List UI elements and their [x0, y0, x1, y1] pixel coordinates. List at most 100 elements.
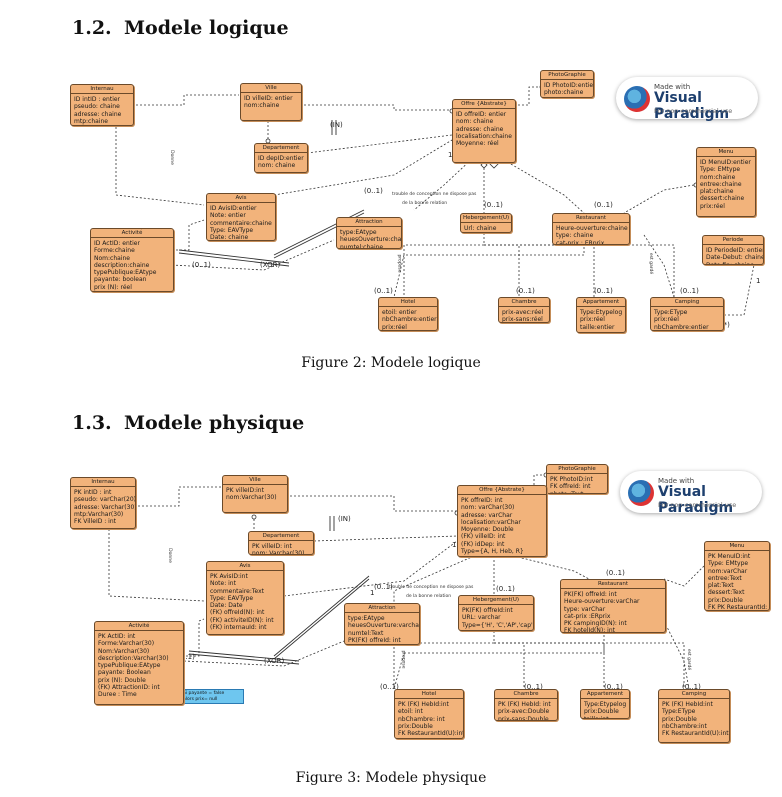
entity-attribute: PK MenuID:int — [708, 553, 751, 560]
entity-attribute: plat:chaine — [700, 188, 734, 196]
logical-model-diagram: (IN) (XOR) (0..1) (0..1) (0..1) (0..1) (… — [64, 65, 768, 345]
rel-donne: Donne — [168, 150, 174, 165]
figure-caption: Figure 3: Modele physique — [295, 770, 487, 786]
entity-name: Hotel — [379, 298, 437, 307]
entity-attribute: nom:Varchar(30) — [226, 494, 277, 502]
entity-attribute: adresse: chaine — [74, 110, 122, 118]
entity-attribute: nom:varChar — [708, 567, 748, 575]
watermark-brand: Visual Paradigm — [654, 90, 730, 122]
entity-attribute: commentaire:Text — [210, 587, 265, 595]
entity-attribute: prix-avec:Double — [498, 708, 550, 716]
entity-attribute: ID PhotoID:entier — [544, 82, 594, 89]
entity-attribute: type: chaine — [556, 232, 594, 240]
entity-attribute: photo:chaine — [544, 89, 584, 97]
entity-name: Internau — [71, 85, 133, 94]
note-line: Si payante = false — [183, 691, 225, 696]
relation-lines — [115, 84, 755, 316]
entity-attribute: photo :Text — [550, 491, 604, 493]
entity-attribute: commentaire:chaine — [210, 219, 272, 227]
entity-name: Activité — [91, 229, 173, 238]
label-card: (0..1) — [516, 287, 535, 295]
entity-attribute: PK AvisID:int — [210, 573, 248, 580]
entity-attribute: nom: chaine — [258, 162, 296, 170]
label-one: 1 — [756, 277, 761, 285]
label-card: (0..1) — [604, 683, 623, 691]
entity-attribute: typePublique:EAtype — [94, 269, 157, 277]
entity-attribute: pseudo: chaine — [74, 103, 120, 111]
entity-attribute: entree:Text — [708, 574, 742, 582]
entity-attribute: Url: chaine — [464, 225, 497, 232]
entity-attribute: plat:Text — [708, 582, 734, 590]
entity-attribute: Forme:Varchar(30) — [98, 640, 155, 648]
entity-name: Offre {Abstrate} — [458, 486, 546, 495]
entity-attribute: Type: EMtype — [708, 560, 749, 568]
label-one: 1 — [448, 151, 453, 159]
entity-attribute: ID villeID: entier — [244, 95, 293, 102]
entity-attribute: type:EAtype — [348, 615, 385, 622]
label-card: (0..1) — [176, 653, 195, 661]
entity-appartement: AppartementType:Etypelogprix:Doubletaill… — [580, 689, 630, 719]
entity-attribute: nbChambre:entier — [654, 323, 709, 331]
entity-attribute: pseudo: varChar(20) — [74, 496, 136, 504]
label-in: (IN) — [330, 121, 343, 129]
entity-name: Attraction — [345, 604, 419, 613]
entity-attribute: prix-sans:réel — [502, 316, 543, 323]
entity-attribute: cat-prix : ERprix — [556, 239, 605, 245]
entity-attribute: Date: Date — [210, 602, 243, 610]
entity-attribute: Date-fin: chaine — [706, 262, 760, 264]
entity-attribute: adresse: chaine — [456, 125, 504, 133]
entity-attribute: heuesOuverture:chaine — [340, 236, 402, 244]
entity-name: PhotoGraphie — [547, 465, 607, 474]
entity-attribute: FK PK RestaurantId: int — [708, 604, 769, 611]
entity-attribute: FK hotelId(N): int — [564, 627, 615, 633]
entity-attribute: (FK) offreId(N): int — [210, 609, 265, 617]
label-card: (0..1) — [594, 287, 613, 295]
entity-attribute: ID ActID: entier — [94, 240, 140, 247]
entity-attribute: numtel:Text — [348, 629, 384, 637]
entity-attribute: etoil: entier — [382, 309, 417, 316]
entity-attribute: ID offreID: entier — [456, 111, 507, 118]
entity-attribute: nbChambre:entier — [382, 316, 437, 324]
entity-hebergement: Hebergement(U) Url: chaine — [460, 213, 512, 233]
watermark-made-with: Made with — [658, 477, 695, 485]
entity-attribute: PK villeID:int — [226, 487, 264, 494]
entity-attribute: (FK) idDep: int — [461, 540, 505, 548]
entity-attribute: (FK) AttractionID: int — [98, 684, 160, 692]
entity-name: Activité — [95, 622, 183, 631]
entity-attribute: etoil: int — [398, 708, 423, 716]
rel-est-garde: est gardé — [648, 252, 654, 275]
entity-name: Appartement — [581, 690, 629, 699]
entity-name: Avis — [207, 562, 283, 571]
entity-attribute: ID AvisID:entier — [210, 205, 257, 212]
entity-attribute: FK offreId: int — [550, 483, 591, 491]
entity-attribute: Type:EType — [654, 309, 688, 316]
rel-propose: propose — [400, 650, 406, 669]
entity-name: Ville — [241, 84, 301, 93]
entity-name: Avis — [207, 194, 275, 203]
watermark-license: For non-commercial use — [654, 107, 733, 115]
payante-note: Si payante = false alors prix= null — [180, 689, 244, 704]
entity-name: Hebergement(U) — [461, 215, 511, 223]
entity-attribute: mtp:Varchar(30) — [74, 510, 124, 518]
watermark-license: For non-commercial use — [658, 501, 737, 509]
entity-attribute: Type={A, H, Heb, R} — [461, 548, 524, 556]
entity-attribute: (FK) villeID: int — [461, 533, 506, 541]
entity-attribute: prix:Double — [584, 708, 619, 716]
entity-attribute: typePublique:EAtype — [98, 662, 161, 670]
